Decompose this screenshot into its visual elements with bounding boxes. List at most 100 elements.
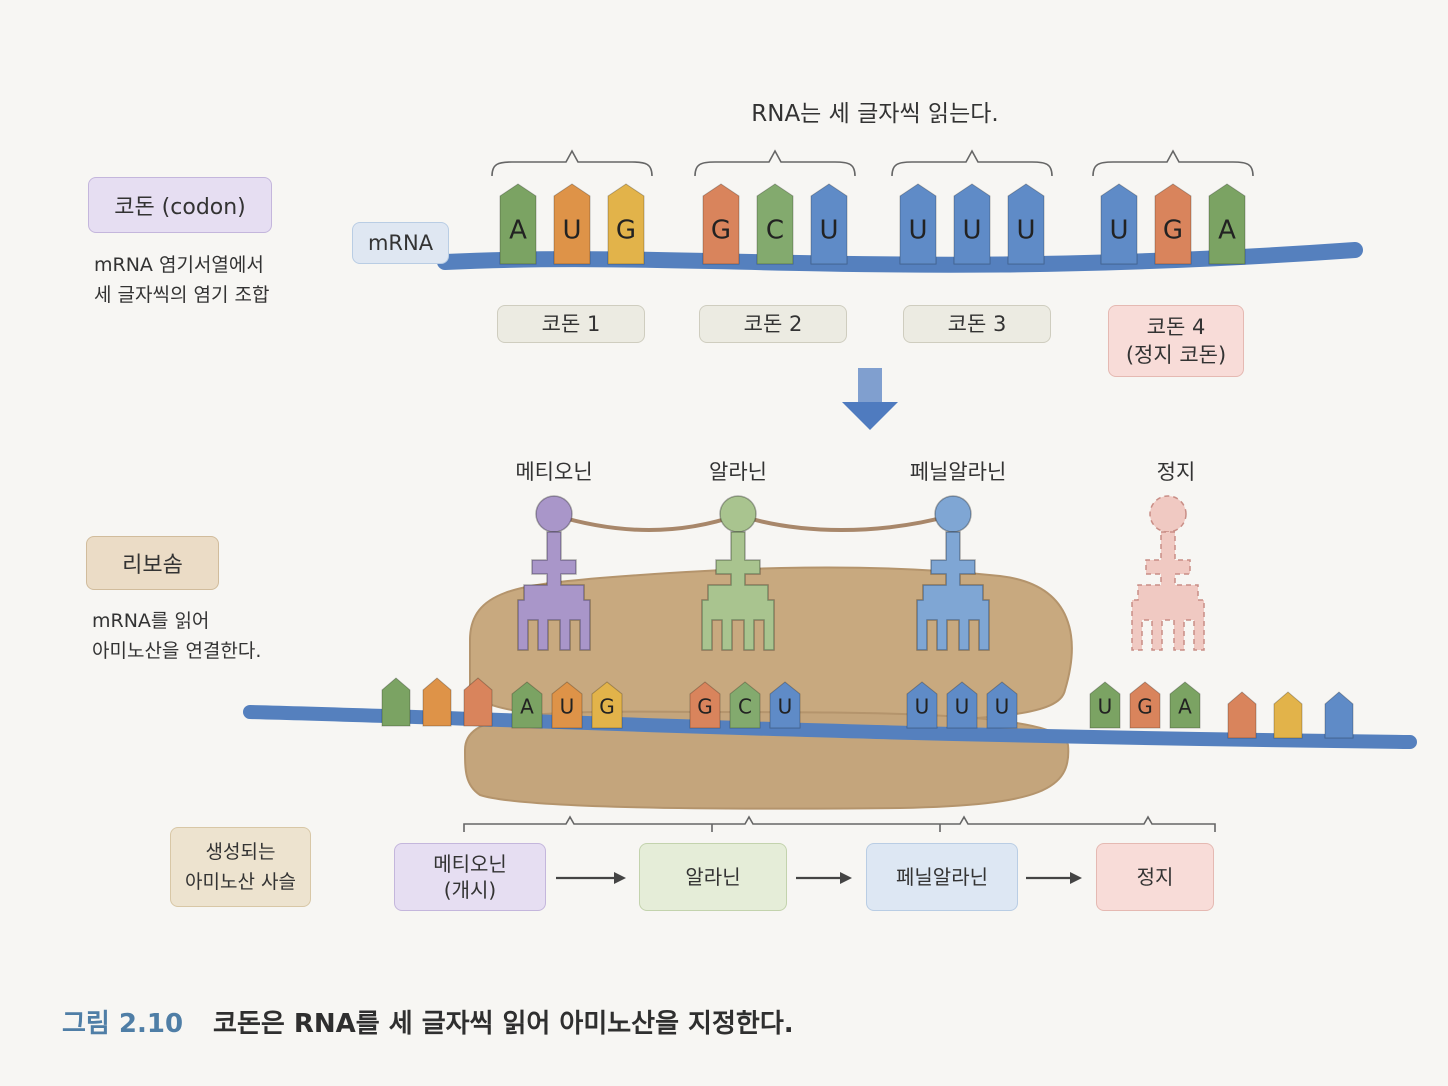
- amino-acid-name-1: 메티오닌: [515, 460, 593, 484]
- base-letter: U: [1109, 215, 1128, 245]
- amino-acid-name-3: 페닐알라닌: [909, 460, 1007, 484]
- base-A: A: [1208, 183, 1246, 265]
- base-letter: G: [697, 694, 713, 718]
- trna-body: [517, 531, 591, 651]
- mrna-label: mRNA: [352, 222, 449, 264]
- codon-label: 코돈 3: [947, 312, 1007, 336]
- base-U: U: [553, 183, 591, 265]
- chain-brace: [463, 815, 1216, 832]
- codon-label: 코돈 1: [541, 312, 601, 336]
- base-U: U: [769, 681, 801, 729]
- down-arrow-icon: [842, 368, 898, 430]
- base-letter: A: [1218, 215, 1236, 245]
- base-U: U: [899, 183, 937, 265]
- base-letter: U: [819, 215, 838, 245]
- codon-box-2: 코돈 2: [699, 305, 847, 343]
- base-U: U: [1007, 183, 1045, 265]
- base-G: G: [591, 681, 623, 729]
- codon-section-description: mRNA 염기서열에서 세 글자씩의 염기 조합: [94, 254, 270, 306]
- chain-box-methionine: 메티오닌 (개시): [394, 843, 546, 911]
- base-G: G: [1129, 681, 1161, 729]
- base-U: U: [810, 183, 848, 265]
- chain-name: 페닐알라닌: [896, 865, 988, 889]
- trna-body: [701, 531, 775, 651]
- amino-acid-name-2: 알라닌: [709, 460, 767, 484]
- base-letter: G: [616, 215, 636, 245]
- codon-brace: [694, 149, 856, 177]
- base-U: U: [1089, 681, 1121, 729]
- codon-label: 코돈 4: [1146, 315, 1206, 339]
- codon-box-3: 코돈 3: [903, 305, 1051, 343]
- base-letter: G: [1137, 694, 1153, 718]
- base-letter: U: [915, 694, 930, 718]
- trna-body: [916, 531, 990, 651]
- chain-name: 메티오닌: [433, 852, 507, 876]
- mrna-base: [1227, 691, 1257, 739]
- chain-box-alanine: 알라닌: [639, 843, 787, 911]
- base-G: G: [607, 183, 645, 265]
- chain-name: 정지: [1136, 865, 1174, 889]
- base-letter: U: [1016, 215, 1035, 245]
- base-letter: C: [738, 694, 752, 718]
- base-A: A: [511, 681, 543, 729]
- codon-box-4: 코돈 4 (정지 코돈): [1108, 305, 1244, 377]
- base-letter: U: [778, 694, 793, 718]
- mrna-base: [1324, 691, 1354, 739]
- base-U: U: [906, 681, 938, 729]
- base-G: G: [689, 681, 721, 729]
- chain-name: 알라닌: [685, 865, 741, 889]
- base-letter: U: [562, 215, 581, 245]
- trna-1: [517, 495, 591, 651]
- base-U: U: [986, 681, 1018, 729]
- base-G: G: [702, 183, 740, 265]
- base-letter: U: [995, 694, 1010, 718]
- base-A: A: [499, 183, 537, 265]
- base-letter: U: [955, 694, 970, 718]
- trna-body: [1131, 531, 1205, 651]
- base-letter: G: [1163, 215, 1183, 245]
- base-U: U: [1100, 183, 1138, 265]
- figure-caption-text: 코돈은 RNA를 세 글자씩 읽어 아미노산을 지정한다.: [213, 1009, 794, 1039]
- base-letter: A: [1178, 694, 1192, 718]
- release-factor-shape: [1131, 495, 1205, 651]
- codon-brace: [891, 149, 1053, 177]
- mrna-base: [463, 677, 493, 727]
- base-letter: A: [509, 215, 527, 245]
- base-U: U: [946, 681, 978, 729]
- mrna-base: [1273, 691, 1303, 739]
- chain-box-phenylalanine: 페닐알라닌: [866, 843, 1018, 911]
- ribosome-section-title: 리보솜: [86, 536, 219, 590]
- chain-sub: (개시): [443, 878, 497, 902]
- figure-number: 그림 2.10: [62, 1009, 184, 1039]
- reading-note: RNA는 세 글자씩 읽는다.: [751, 101, 999, 127]
- amino-acid-ball: [535, 495, 573, 533]
- codon-box-1: 코돈 1: [497, 305, 645, 343]
- base-C: C: [756, 183, 794, 265]
- base-A: A: [1169, 681, 1201, 729]
- trna-2: [701, 495, 775, 651]
- base-G: G: [1154, 183, 1192, 265]
- base-letter: G: [599, 694, 615, 718]
- mrna-base: [422, 677, 452, 727]
- amino-acid-ball: [1149, 495, 1187, 533]
- ribosome-section-description: mRNA를 읽어 아미노산을 연결한다.: [92, 610, 262, 662]
- base-letter: U: [560, 694, 575, 718]
- base-C: C: [729, 681, 761, 729]
- codon-brace: [1092, 149, 1254, 177]
- base-letter: G: [711, 215, 731, 245]
- codon-sublabel: (정지 코돈): [1125, 343, 1227, 367]
- chain-box-stop: 정지: [1096, 843, 1214, 911]
- codon-section-title: 코돈 (codon): [88, 177, 272, 233]
- base-letter: A: [520, 694, 534, 718]
- chain-arrow-icon: [1026, 872, 1082, 884]
- base-letter: U: [908, 215, 927, 245]
- mrna-base: [381, 677, 411, 727]
- trna-3: [916, 495, 990, 651]
